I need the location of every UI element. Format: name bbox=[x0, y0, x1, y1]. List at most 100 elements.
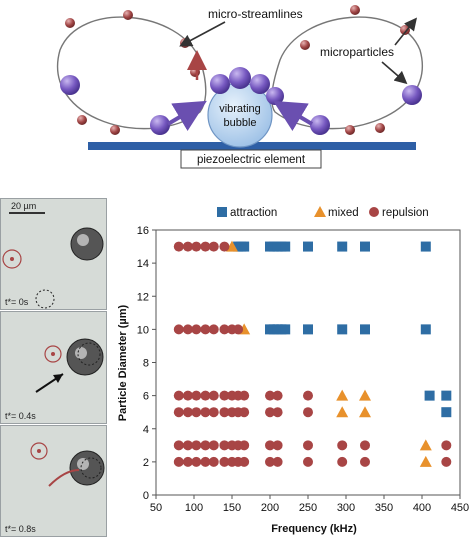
scale-bar bbox=[9, 212, 45, 214]
repulsion-point bbox=[441, 440, 452, 451]
x-axis-label: Frequency (kHz) bbox=[271, 523, 357, 535]
repulsion-point bbox=[182, 324, 193, 335]
scale-label: 20 µm bbox=[11, 201, 37, 211]
microscopy-panel-3: t*= 0.8s bbox=[0, 425, 107, 537]
repulsion-point bbox=[191, 456, 202, 467]
repulsion-point bbox=[182, 440, 193, 451]
repulsion-point bbox=[191, 440, 202, 451]
repulsion-point bbox=[208, 390, 219, 401]
particle bbox=[60, 75, 80, 95]
x-tick-label: 400 bbox=[413, 502, 431, 514]
right-streamline-loop bbox=[271, 16, 423, 130]
particle bbox=[65, 18, 75, 28]
particle bbox=[210, 74, 230, 94]
repulsion-point bbox=[265, 407, 275, 418]
repulsion-point bbox=[173, 390, 184, 401]
x-tick-label: 100 bbox=[185, 502, 203, 514]
repulsion-point bbox=[337, 456, 348, 467]
repulsion-point bbox=[272, 390, 283, 401]
repulsion-point bbox=[265, 440, 275, 451]
flow-arrow bbox=[166, 100, 207, 132]
repulsion-point bbox=[191, 241, 202, 252]
dashed-marker bbox=[80, 457, 102, 479]
repulsion-point bbox=[200, 241, 211, 252]
bubble-label-line2: bubble bbox=[223, 117, 256, 129]
repulsion-point bbox=[239, 407, 250, 418]
label-arrow bbox=[394, 17, 417, 46]
attraction-point bbox=[303, 241, 313, 252]
repulsion-point bbox=[233, 324, 244, 335]
x-tick-label: 300 bbox=[337, 502, 355, 514]
bubble-label-line1: vibrating bbox=[219, 103, 261, 115]
attraction-point bbox=[280, 241, 291, 252]
repulsion-point bbox=[239, 456, 250, 467]
x-tick-label: 200 bbox=[261, 502, 279, 514]
particle bbox=[250, 74, 270, 94]
y-tick-label: 2 bbox=[143, 457, 149, 469]
repulsion-point bbox=[200, 324, 211, 335]
repulsion-point bbox=[219, 440, 230, 451]
repulsion-point bbox=[303, 440, 313, 451]
dashed-marker bbox=[35, 289, 55, 309]
y-tick-label: 8 bbox=[143, 358, 149, 370]
repulsion-point bbox=[182, 241, 193, 252]
repulsion-point bbox=[303, 390, 313, 401]
particle-marker-circle bbox=[44, 345, 62, 363]
particle-marker-circle bbox=[2, 249, 22, 269]
left-streamline-loop bbox=[57, 16, 207, 130]
repulsion-point bbox=[200, 407, 211, 418]
y-tick-label: 14 bbox=[137, 258, 149, 270]
particle bbox=[110, 125, 120, 135]
microscopy-panel-2: t*= 0.4s bbox=[0, 311, 107, 424]
piezo-label: piezoelectric element bbox=[197, 154, 306, 166]
repulsion-point bbox=[208, 241, 219, 252]
repulsion-point bbox=[303, 407, 313, 418]
repulsion-point bbox=[265, 456, 275, 467]
attraction-point bbox=[441, 407, 452, 418]
y-tick-label: 6 bbox=[143, 391, 149, 403]
particle bbox=[310, 115, 330, 135]
particle bbox=[190, 67, 200, 77]
x-tick-label: 250 bbox=[299, 502, 317, 514]
particle bbox=[266, 87, 284, 105]
repulsion-point bbox=[200, 440, 211, 451]
repulsion-point bbox=[173, 407, 184, 418]
repulsion-point bbox=[191, 407, 202, 418]
repulsion-point bbox=[265, 390, 275, 401]
streamlines-label: micro-streamlines bbox=[208, 7, 303, 21]
legend-marker-attraction bbox=[217, 207, 227, 217]
repulsion-point bbox=[208, 407, 219, 418]
y-axis-label: Particle Diameter (µm) bbox=[117, 304, 129, 421]
particle-marker-circle bbox=[30, 442, 48, 460]
mixed-point bbox=[419, 455, 432, 467]
repulsion-point bbox=[272, 440, 283, 451]
x-tick-label: 450 bbox=[451, 502, 469, 514]
piezo-label-box bbox=[180, 149, 322, 169]
microscopy-panel-1: 20 µm t*= 0s bbox=[0, 198, 107, 310]
mixed-point bbox=[359, 406, 371, 418]
repulsion-point bbox=[182, 407, 193, 418]
trajectory-arrow bbox=[48, 469, 80, 487]
legend-marker-repulsion bbox=[369, 207, 379, 217]
repulsion-point bbox=[200, 390, 211, 401]
time-label: t*= 0.4s bbox=[5, 411, 36, 421]
mixed-point bbox=[226, 240, 238, 252]
label-arrow bbox=[381, 61, 408, 85]
repulsion-point bbox=[360, 456, 370, 467]
repulsion-point bbox=[191, 324, 202, 335]
chart-points bbox=[173, 240, 452, 467]
repulsion-point bbox=[191, 390, 202, 401]
attraction-point bbox=[360, 241, 370, 252]
dashed-marker bbox=[77, 342, 101, 366]
attraction-point bbox=[420, 324, 431, 335]
mixed-point bbox=[336, 389, 349, 401]
attraction-point bbox=[441, 390, 452, 401]
repulsion-point bbox=[173, 324, 184, 335]
repulsion-point bbox=[173, 440, 184, 451]
particle bbox=[402, 85, 422, 105]
mixed-point bbox=[336, 406, 349, 418]
y-tick-label: 12 bbox=[137, 291, 149, 303]
mixed-point bbox=[419, 439, 432, 451]
repulsion-point bbox=[173, 456, 184, 467]
